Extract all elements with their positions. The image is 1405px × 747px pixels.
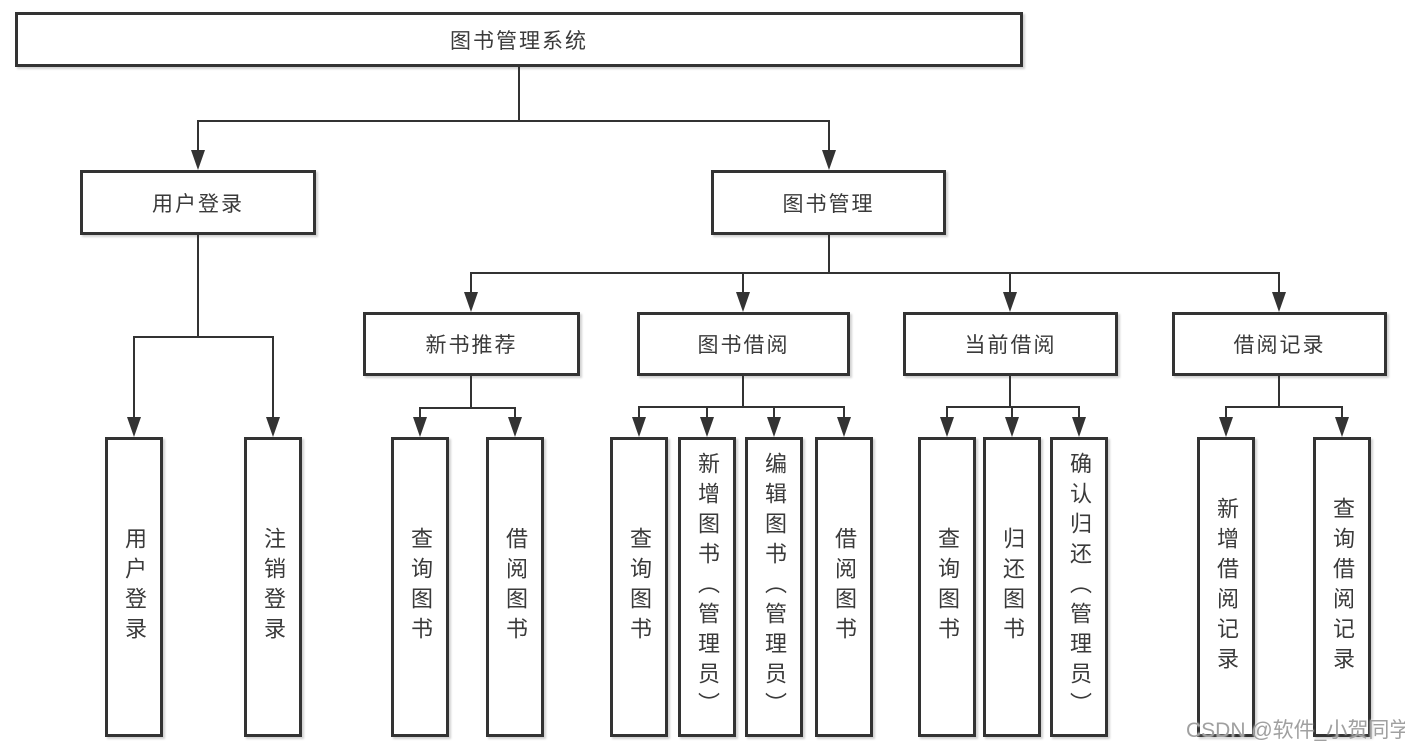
node-user-login: 用户登录 [80, 170, 316, 235]
leaf-recommend-query-books: 查询图书 [391, 437, 449, 737]
leaf-current-query-books-label: 查询图书 [935, 527, 960, 647]
node-borrowing-records: 借阅记录 [1172, 312, 1387, 376]
connector-line [706, 406, 708, 419]
arrow-down-icon [1335, 417, 1349, 437]
leaf-add-borrow-record: 新增借阅记录 [1197, 437, 1255, 737]
node-current-borrowing: 当前借阅 [903, 312, 1118, 376]
connector-line [518, 67, 520, 120]
arrow-down-icon [822, 150, 836, 170]
arrow-down-icon [632, 417, 646, 437]
arrow-down-icon [700, 417, 714, 437]
arrow-down-icon [736, 292, 750, 312]
connector-line [1225, 406, 1343, 408]
leaf-user-login-label: 用户登录 [122, 527, 147, 647]
leaf-return-books-label: 归还图书 [1000, 527, 1025, 647]
arrow-down-icon [413, 417, 427, 437]
arrow-down-icon [266, 417, 280, 437]
leaf-recommend-borrow-books-label: 借阅图书 [503, 527, 528, 647]
connector-line [514, 407, 516, 419]
leaf-query-borrow-record: 查询借阅记录 [1313, 437, 1371, 737]
node-new-book-recommendation: 新书推荐 [363, 312, 580, 376]
arrow-down-icon [191, 150, 205, 170]
leaf-logout: 注销登录 [244, 437, 302, 737]
connector-line [1011, 406, 1013, 419]
node-book-management-label: 图书管理 [782, 192, 875, 216]
arrow-down-icon [464, 292, 478, 312]
node-book-borrowing: 图书借阅 [637, 312, 850, 376]
arrow-down-icon [767, 417, 781, 437]
connector-line [742, 376, 744, 406]
watermark: CSDN @软件_小贺同学 [1186, 719, 1405, 742]
connector-line [197, 120, 199, 153]
node-borrowing-records-label: 借阅记录 [1233, 334, 1326, 357]
leaf-add-books-admin-label: 新增图书（管理员） [695, 452, 720, 722]
connector-line [133, 336, 274, 338]
arrow-down-icon [127, 417, 141, 437]
arrow-down-icon [837, 417, 851, 437]
connector-line [470, 272, 1280, 274]
arrow-down-icon [1005, 417, 1019, 437]
arrow-down-icon [508, 417, 522, 437]
node-root: 图书管理系统 [15, 12, 1023, 67]
connector-line [1341, 406, 1343, 419]
leaf-add-borrow-record-label: 新增借阅记录 [1214, 497, 1239, 677]
connector-line [1078, 406, 1080, 419]
node-new-book-recommendation-label: 新书推荐 [425, 334, 518, 357]
connector-line [1278, 376, 1280, 406]
leaf-current-query-books: 查询图书 [918, 437, 976, 737]
connector-line [1278, 272, 1280, 295]
arrow-down-icon [1003, 292, 1017, 312]
node-root-label: 图书管理系统 [450, 29, 588, 53]
connector-line [843, 406, 845, 419]
arrow-down-icon [1072, 417, 1086, 437]
leaf-confirm-return-admin-label: 确认归还（管理员） [1067, 452, 1092, 722]
connector-line [272, 336, 274, 420]
connector-line [828, 235, 830, 272]
connector-line [638, 406, 845, 408]
connector-line [419, 407, 421, 419]
leaf-borrowing-borrow-books-label: 借阅图书 [832, 527, 857, 647]
connector-line [197, 120, 830, 122]
leaf-add-books-admin: 新增图书（管理员） [678, 437, 736, 737]
connector-line [470, 272, 472, 295]
node-book-management: 图书管理 [711, 170, 946, 235]
leaf-borrowing-borrow-books: 借阅图书 [815, 437, 873, 737]
connector-line [133, 336, 135, 420]
connector-line [419, 407, 516, 409]
leaf-recommend-borrow-books: 借阅图书 [486, 437, 544, 737]
connector-line [638, 406, 640, 419]
connector-line [773, 406, 775, 419]
connector-line [742, 272, 744, 295]
arrow-down-icon [1272, 292, 1286, 312]
connector-line [828, 120, 830, 153]
leaf-confirm-return-admin: 确认归还（管理员） [1050, 437, 1108, 737]
connector-line [946, 406, 948, 419]
connector-line [1009, 376, 1011, 406]
leaf-return-books: 归还图书 [983, 437, 1041, 737]
leaf-borrowing-query-books: 查询图书 [610, 437, 668, 737]
leaf-recommend-query-books-label: 查询图书 [408, 527, 433, 647]
connector-line [197, 235, 199, 336]
connector-line [470, 376, 472, 407]
arrow-down-icon [1219, 417, 1233, 437]
node-current-borrowing-label: 当前借阅 [964, 334, 1057, 357]
leaf-edit-books-admin: 编辑图书（管理员） [745, 437, 803, 737]
leaf-user-login: 用户登录 [105, 437, 163, 737]
leaf-edit-books-admin-label: 编辑图书（管理员） [762, 452, 787, 722]
connector-line [1009, 272, 1011, 295]
node-user-login-label: 用户登录 [152, 192, 244, 216]
leaf-query-borrow-record-label: 查询借阅记录 [1330, 497, 1355, 677]
leaf-borrowing-query-books-label: 查询图书 [627, 527, 652, 647]
connector-line [1225, 406, 1227, 419]
connector-line [946, 406, 1080, 408]
leaf-logout-label: 注销登录 [261, 527, 286, 647]
arrow-down-icon [940, 417, 954, 437]
node-book-borrowing-label: 图书借阅 [697, 334, 790, 357]
